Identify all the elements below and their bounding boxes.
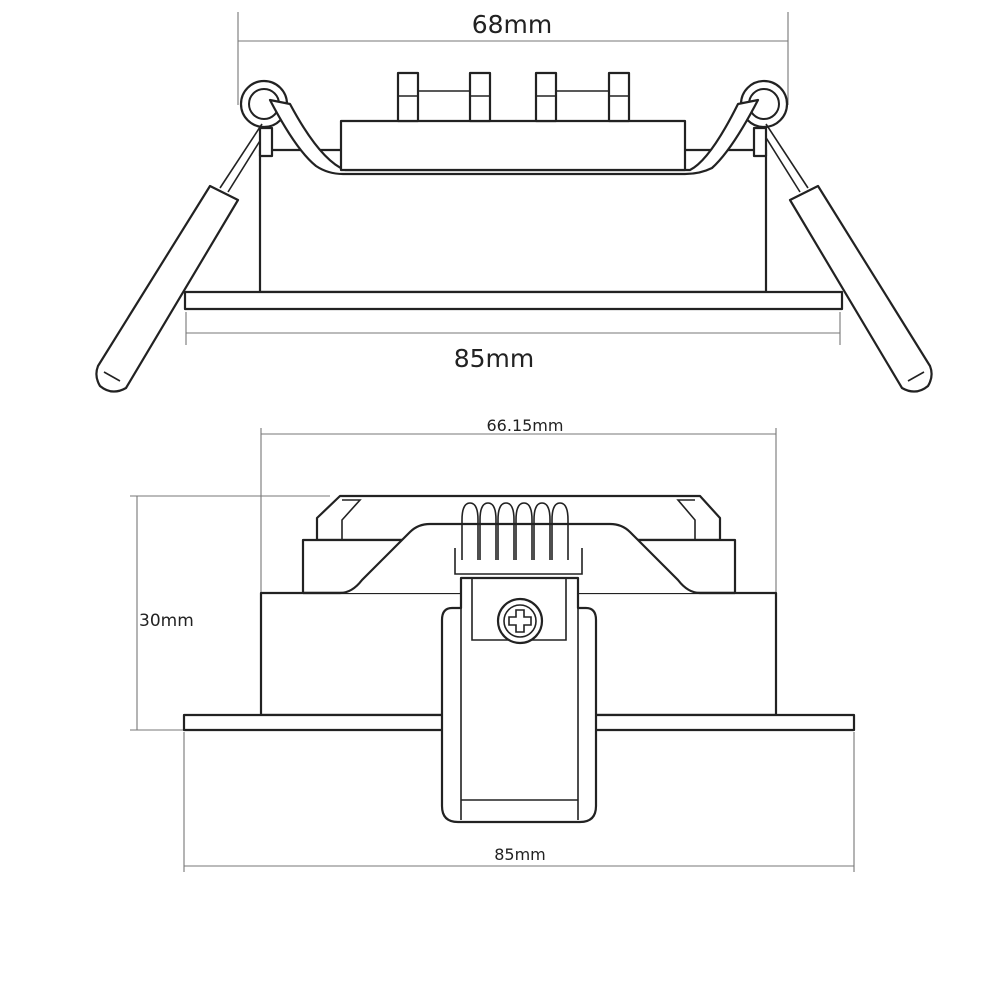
dimension-68mm (237, 12, 789, 105)
right-notch (752, 126, 768, 158)
label-85mm-side: 85mm (454, 344, 535, 373)
label-30mm: 30mm (139, 611, 194, 631)
front-view: 66.15mm 30mm 85mm (130, 416, 856, 872)
right-spring-lever (759, 123, 933, 393)
connector-pins (396, 71, 631, 123)
label-68mm: 68mm (472, 10, 553, 39)
led-module (339, 119, 687, 172)
left-notch (258, 126, 274, 158)
label-66-15mm: 66.15mm (487, 416, 564, 435)
dimension-30mm (130, 495, 330, 731)
left-spring-lever (95, 123, 269, 393)
trim-flange (183, 290, 844, 311)
raised-profile (303, 522, 735, 595)
screw-icon (496, 597, 544, 645)
label-85mm-front: 85mm (494, 845, 546, 864)
side-view: 68mm 85mm (95, 10, 933, 393)
trim-braces (341, 499, 696, 540)
dimension-85mm-front (183, 732, 855, 872)
mounting-clip (440, 576, 598, 824)
torsion-spring (454, 502, 583, 575)
clip-detail (460, 578, 579, 820)
dimension-85mm-side (185, 312, 841, 345)
dimension-66-15mm (260, 428, 777, 593)
